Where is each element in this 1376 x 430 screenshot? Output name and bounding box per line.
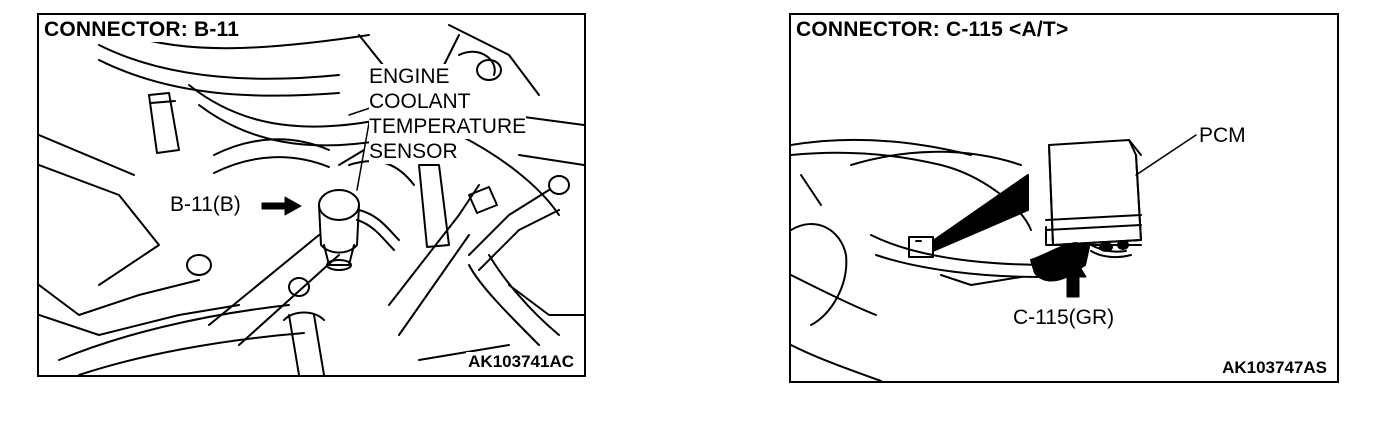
component-label-line: ENGINE: [369, 64, 450, 89]
connector-callout: C-115(GR): [1013, 305, 1115, 330]
component-label-line: TEMPERATURE: [369, 114, 527, 139]
connector-callout: B-11(B): [170, 192, 241, 217]
connector-c115-diagram: CONNECTOR: C-115 <A/T> PCM C-115(GR) AK1…: [789, 13, 1339, 383]
connector-b11-diagram: CONNECTOR: B-11 ENGINE COOLANT TEMPERATU…: [37, 13, 586, 377]
figure-code: AK103741AC: [466, 352, 576, 372]
component-label-line: SENSOR: [369, 139, 458, 164]
panel-title: CONNECTOR: B-11: [43, 18, 243, 42]
component-label: PCM: [1199, 124, 1246, 147]
component-label-line: COOLANT: [369, 89, 471, 114]
panel-title: CONNECTOR: C-115 <A/T>: [795, 18, 1072, 42]
engine-bay-illustration: [39, 24, 584, 375]
figure-code: AK103747AS: [1220, 358, 1329, 378]
component-label: ENGINE COOLANT TEMPERATURE SENSOR: [369, 64, 527, 164]
dashboard-pcm-illustration: [791, 134, 1197, 381]
